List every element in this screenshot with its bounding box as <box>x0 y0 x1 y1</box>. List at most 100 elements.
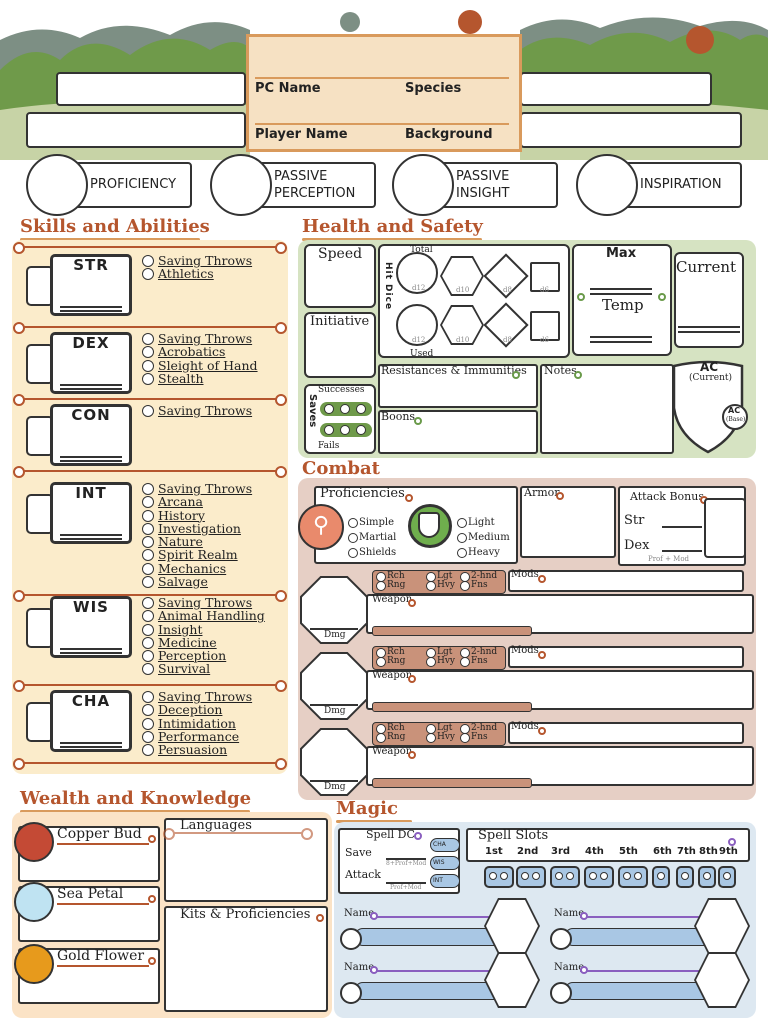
skill-item[interactable]: Sleight of Hand <box>142 358 258 372</box>
weapon-name-box[interactable] <box>366 670 754 710</box>
skill-item[interactable]: Animal Handling <box>142 609 265 623</box>
combat-title: Combat <box>302 458 380 479</box>
pc-name-field[interactable] <box>56 72 246 106</box>
skill-item[interactable]: Survival <box>142 662 265 676</box>
spell-component-bar[interactable] <box>354 928 504 946</box>
skill-item[interactable]: Saving Throws <box>142 596 265 609</box>
spell-slot-tracker[interactable] <box>550 866 580 888</box>
simple-option[interactable]: Simple <box>348 518 396 528</box>
weapon-mods-box[interactable] <box>508 570 744 592</box>
skill-item[interactable]: Persuasion <box>142 743 252 756</box>
species-field[interactable] <box>520 72 712 106</box>
skill-item[interactable]: Insight <box>142 622 265 636</box>
heavy-weapon-option[interactable]: Hvy <box>426 581 455 591</box>
ability-score-box[interactable] <box>50 596 132 658</box>
spell-slot-tracker[interactable] <box>698 866 716 888</box>
d12-used[interactable] <box>396 304 438 346</box>
skill-item[interactable]: Performance <box>142 730 252 743</box>
skill-item[interactable]: Mechanics <box>142 561 252 575</box>
spell-component-bar[interactable] <box>354 982 504 1000</box>
speed-box[interactable] <box>304 244 376 308</box>
spell-slot-tracker[interactable] <box>718 866 736 888</box>
skill-item[interactable]: Stealth <box>142 372 258 385</box>
shields-option[interactable]: Shields <box>348 548 396 558</box>
background-field[interactable] <box>520 112 742 148</box>
spell-concentration-circle[interactable] <box>550 982 572 1004</box>
int-option[interactable]: INT <box>430 874 460 888</box>
spell-slot-tracker[interactable] <box>584 866 614 888</box>
d10-used[interactable] <box>440 305 484 345</box>
d6-total[interactable] <box>530 262 560 292</box>
range-option[interactable]: Rng <box>376 657 405 667</box>
heavy-weapon-option[interactable]: Hvy <box>426 733 455 743</box>
ac-base-circle[interactable] <box>722 404 748 430</box>
spell-slot-tracker[interactable] <box>676 866 694 888</box>
skill-item[interactable]: Nature <box>142 535 252 548</box>
spell-concentration-circle[interactable] <box>340 982 362 1004</box>
initiative-box[interactable] <box>304 312 376 378</box>
spell-slot-tracker[interactable] <box>484 866 514 888</box>
notes-box[interactable] <box>540 364 674 454</box>
spell-component-bar[interactable] <box>564 982 714 1000</box>
skill-item[interactable]: Medicine <box>142 636 265 649</box>
skill-item[interactable]: Saving Throws <box>142 332 258 345</box>
skill-item[interactable]: Saving Throws <box>142 482 252 495</box>
ac-shield[interactable] <box>666 358 750 454</box>
d12-total[interactable] <box>396 252 438 294</box>
heavy-option[interactable]: Heavy <box>457 548 510 558</box>
skill-item[interactable]: History <box>142 508 252 522</box>
skill-item[interactable]: Investigation <box>142 522 252 535</box>
ability-score-box[interactable] <box>50 332 132 394</box>
skill-item[interactable]: Saving Throws <box>142 404 252 417</box>
spell-slot-tracker[interactable] <box>618 866 648 888</box>
boons-box[interactable] <box>378 410 538 454</box>
kits-box[interactable] <box>164 906 328 1012</box>
finesse-option[interactable]: Fns <box>460 657 497 667</box>
medium-option[interactable]: Medium <box>457 533 510 543</box>
spell-concentration-circle[interactable] <box>550 928 572 950</box>
damage-hex[interactable] <box>300 652 368 720</box>
martial-option[interactable]: Martial <box>348 533 396 543</box>
cha-option[interactable]: CHA <box>430 838 460 852</box>
spell-component-bar[interactable] <box>564 928 714 946</box>
light-option[interactable]: Light <box>457 518 510 528</box>
damage-label: Dmg <box>324 630 346 640</box>
damage-hex[interactable] <box>300 728 368 796</box>
wis-option[interactable]: WIS <box>430 856 460 870</box>
skill-item[interactable]: Arcana <box>142 495 252 509</box>
skill-item[interactable]: Perception <box>142 649 265 662</box>
finesse-option[interactable]: Fns <box>460 733 497 743</box>
ability-score-box[interactable] <box>50 482 132 544</box>
ammo-tracker[interactable] <box>372 626 532 636</box>
player-name-field[interactable] <box>26 112 246 148</box>
skill-item[interactable]: Acrobatics <box>142 345 258 359</box>
range-option[interactable]: Rng <box>376 581 405 591</box>
weapon-mods-box[interactable] <box>508 722 744 744</box>
damage-hex[interactable] <box>300 576 368 644</box>
ability-score-box[interactable] <box>50 404 132 466</box>
spell-slot-tracker[interactable] <box>652 866 670 888</box>
skill-item[interactable]: Deception <box>142 703 252 717</box>
d10-total[interactable] <box>440 256 484 296</box>
attack-bonus-extra[interactable] <box>704 498 746 558</box>
armor-box[interactable] <box>520 486 616 558</box>
finesse-option[interactable]: Fns <box>460 581 497 591</box>
ammo-tracker[interactable] <box>372 778 532 788</box>
skill-item[interactable]: Saving Throws <box>142 254 252 267</box>
skill-item[interactable]: Spirit Realm <box>142 548 252 562</box>
skill-item[interactable]: Athletics <box>142 267 252 281</box>
spell-concentration-circle[interactable] <box>340 928 362 950</box>
range-option[interactable]: Rng <box>376 733 405 743</box>
weapon-mods-box[interactable] <box>508 646 744 668</box>
spell-slot-tracker[interactable] <box>516 866 546 888</box>
skill-item[interactable]: Salvage <box>142 575 252 588</box>
heavy-weapon-option[interactable]: Hvy <box>426 657 455 667</box>
resistances-box[interactable] <box>378 364 538 408</box>
ability-score-box[interactable] <box>50 254 132 316</box>
ammo-tracker[interactable] <box>372 702 532 712</box>
skill-item[interactable]: Intimidation <box>142 716 252 730</box>
ability-score-box[interactable] <box>50 690 132 752</box>
skill-item[interactable]: Saving Throws <box>142 690 252 703</box>
d6-used[interactable] <box>530 311 560 341</box>
